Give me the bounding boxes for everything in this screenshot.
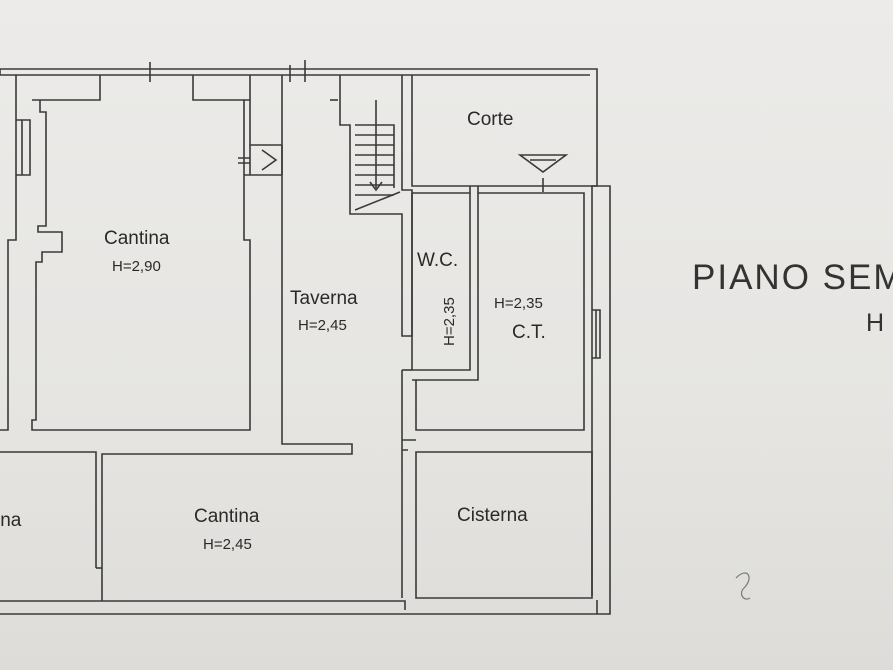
plan-subtitle: H (866, 309, 885, 337)
room-label-corte: Corte (467, 109, 514, 130)
room-height-wc: H=2,35 (441, 297, 458, 346)
room-label-cisterna: Cisterna (457, 505, 528, 526)
outer-wall-right-bottom (0, 185, 611, 615)
cantina-top-walls (31, 75, 251, 431)
stair-enclosure (339, 75, 413, 337)
cisterna-walls (415, 451, 593, 599)
room-label-taverna: Taverna (290, 288, 358, 309)
room-label-ct: C.T. (512, 322, 546, 343)
plan-title: PIANO SEM (692, 258, 893, 297)
corte-walls (411, 75, 597, 187)
room-height-taverna: H=2,45 (298, 317, 347, 334)
stair-treads (355, 134, 394, 196)
room-height-cantina-bottom: H=2,45 (203, 536, 252, 553)
room-label-wc: W.C. (417, 250, 459, 271)
room-height-ct: H=2,35 (494, 295, 543, 312)
room-label-cantina-left-partial: ina (0, 510, 22, 531)
wc-walls (411, 193, 471, 371)
left-wall (0, 75, 17, 431)
outer-wall-bottom (0, 600, 406, 610)
room-label-cantina-bottom: Cantina (194, 506, 260, 527)
taverna-left-wall (101, 75, 353, 568)
room-label-cantina-top: Cantina (104, 228, 170, 249)
corte-drain-symbol (517, 154, 569, 173)
room-height-cantina-top: H=2,90 (112, 258, 161, 275)
